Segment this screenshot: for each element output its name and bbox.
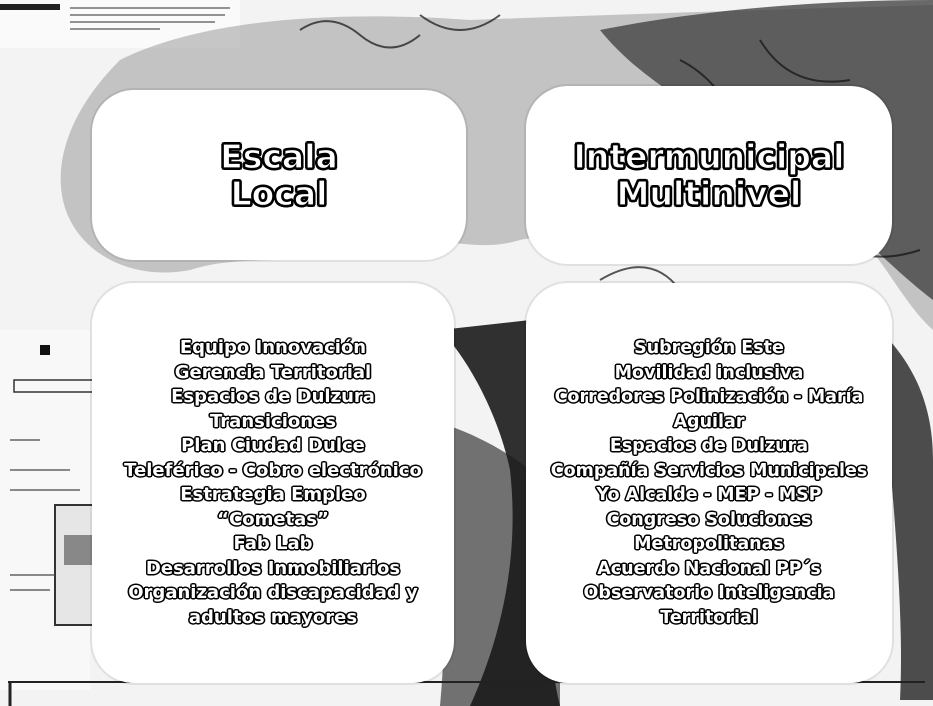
intermunicipal-initiatives-list: Subregión Este Movilidad inclusiva Corre… (551, 336, 868, 630)
list-item: Movilidad inclusiva (614, 362, 804, 383)
local-initiatives-card: Equipo Innovación Gerencia Territorial E… (92, 283, 454, 683)
list-item: Estrategia Empleo (180, 484, 366, 505)
list-item: Metropolitanas (634, 534, 784, 554)
list-item: Observatorio Inteligencia (583, 583, 835, 603)
list-item: Congreso Soluciones (606, 509, 812, 530)
intermunicipal-heading-card: Intermunicipal Multinivel (526, 86, 892, 264)
list-item: Territorial (660, 607, 758, 628)
list-item: Desarrollos Inmobiliarios (145, 557, 401, 579)
list-item: Fab Lab (233, 533, 313, 554)
intermunicipal-initiatives-card: Subregión Este Movilidad inclusiva Corre… (526, 283, 892, 683)
list-item: Aguilar (673, 411, 745, 432)
list-item: Organización discapacidad y (128, 582, 418, 603)
local-scale-heading-card: Escala Local (92, 90, 466, 260)
list-item: Equipo Innovación (179, 337, 367, 358)
list-item: adultos mayores (188, 606, 358, 628)
list-item: Yo Alcalde - MEP - MSP (596, 485, 822, 505)
list-item: Plan Ciudad Dulce (181, 435, 365, 456)
list-item: Compañía Servicios Municipales (550, 460, 868, 481)
list-item: Corredores Polinización - María (554, 387, 864, 407)
list-item: Gerencia Territorial (174, 361, 372, 383)
list-item: Teleférico - Cobro electrónico (124, 459, 422, 481)
local-scale-title: Escala Local (220, 137, 339, 213)
local-initiatives-list: Equipo Innovación Gerencia Territorial E… (124, 336, 422, 630)
list-item: Subregión Este (634, 338, 784, 358)
local-scale-title-line-2: Local (230, 174, 328, 213)
list-item: “Cometas” (217, 508, 329, 530)
intermunicipal-title-line-1: Intermunicipal (573, 137, 845, 176)
intermunicipal-title-line-2: Multinivel (616, 174, 802, 213)
list-item: Acuerdo Nacional PP´s (597, 558, 821, 579)
list-item: Espacios de Dulzura (171, 386, 375, 407)
list-item: Espacios de Dulzura (609, 436, 809, 456)
intermunicipal-title: Intermunicipal Multinivel (573, 137, 845, 213)
local-scale-title-line-1: Escala (220, 137, 339, 176)
list-item: Transiciones (210, 410, 336, 432)
